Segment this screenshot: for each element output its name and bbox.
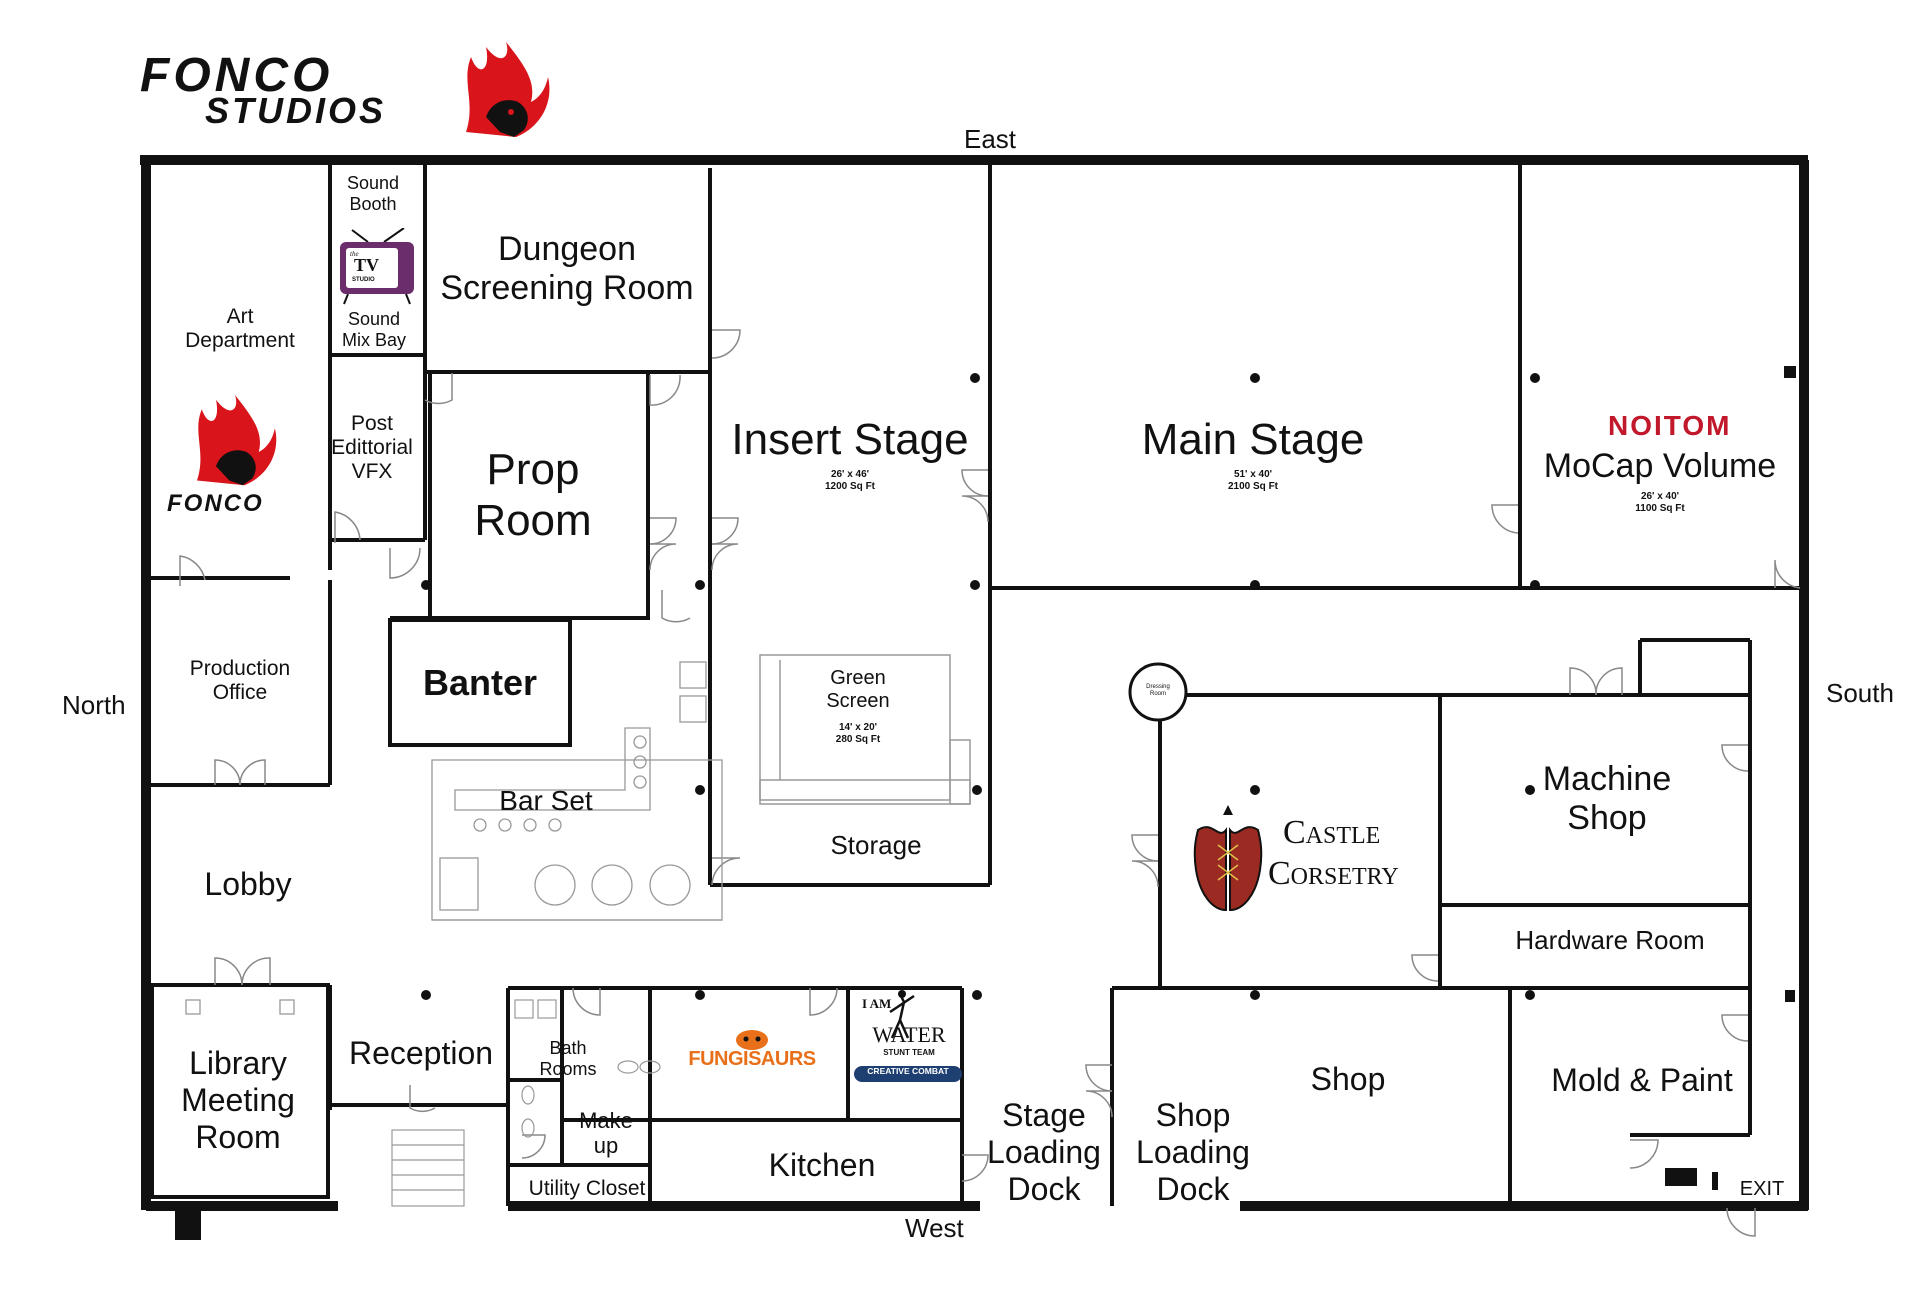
- corset-icon: [1193, 805, 1263, 912]
- bar-set-furniture: [431, 661, 723, 921]
- fonco-studios-logo: FONCO STUDIOS: [140, 42, 560, 148]
- water-line3: STUNT TEAM: [883, 1048, 935, 1057]
- room-main-stage: Main Stage: [1141, 415, 1365, 464]
- room-hardware-room: Hardware Room: [1515, 925, 1705, 955]
- room-make-up: Make up: [579, 1108, 633, 1159]
- corsetry-word: Corsetry: [1268, 855, 1399, 892]
- mocap-dimensions: 26' x 40' 1100 Sq Ft: [1635, 491, 1685, 514]
- room-shop-loading-dock: Shop Loading Dock: [1136, 1097, 1250, 1207]
- fonco-art-logo: FONCO: [165, 395, 305, 520]
- room-production-office: Production Office: [189, 657, 291, 705]
- reception-stairs: [391, 1129, 465, 1207]
- room-shop: Shop: [1310, 1061, 1386, 1097]
- tv-icon: [340, 227, 414, 305]
- room-sound-mix-bay: Sound Mix Bay: [341, 309, 407, 350]
- tv-studio-top: the: [350, 250, 359, 258]
- room-art-department: Art Department: [185, 305, 295, 353]
- logo-studios-word: STUDIOS: [205, 90, 387, 131]
- mushroom-icon: [736, 1030, 768, 1050]
- stunt-figure-icon: [889, 990, 915, 1039]
- noitom-logo: NOITOM: [1608, 410, 1732, 441]
- room-bar-set: Bar Set: [499, 785, 593, 816]
- room-sound-booth: Sound Booth: [346, 173, 400, 214]
- room-dressing-room: Dressing Room: [1146, 684, 1170, 698]
- compass-east: East: [964, 124, 1017, 154]
- logo-fonco-word: FONCO: [140, 49, 334, 102]
- room-insert-stage: Insert Stage: [731, 415, 969, 464]
- exit-marker: [1712, 1172, 1718, 1190]
- tv-studio-logo: the TV STUDIO: [338, 227, 420, 306]
- tv-studio-sub: STUDIO: [352, 277, 375, 283]
- interior-walls: [150, 165, 1800, 1206]
- dragon-flame-icon: [197, 395, 277, 486]
- outer-walls: [140, 155, 1809, 1211]
- room-storage: Storage: [830, 830, 922, 860]
- dressing-room-circle: [1128, 662, 1188, 722]
- north-wall-stub: [175, 1206, 201, 1240]
- insert-stage-dimensions: 26' x 46' 1200 Sq Ft: [824, 469, 876, 492]
- castle-corsetry-logo: Castle Corsetry: [1188, 800, 1408, 920]
- room-reception: Reception: [348, 1035, 494, 1071]
- support-columns: [421, 373, 1540, 1000]
- i-am-water-logo: I AM WATER STUNT TEAM CREATIVE COMBAT: [852, 990, 966, 1102]
- main-stage-dimensions: 51' x 40' 2100 Sq Ft: [1227, 469, 1279, 492]
- room-machine-shop: Machine Shop: [1542, 760, 1672, 838]
- room-mocap-volume: MoCap Volume: [1543, 447, 1777, 485]
- compass-south: South: [1826, 678, 1894, 708]
- door-swings: [179, 329, 1801, 1237]
- green-screen-cyc: [759, 654, 971, 805]
- room-library-meeting: Library Meeting Room: [181, 1045, 295, 1155]
- library-fixtures: [185, 999, 295, 1015]
- room-prop-room: Prop Room: [474, 445, 592, 545]
- tv-studio-main: TV: [354, 255, 380, 275]
- fungisaurs-text: FUNGISAURS: [688, 1048, 816, 1070]
- fonco-art-logo-text: FONCO: [167, 490, 264, 517]
- room-dungeon-screening: Dungeon Screening Room: [440, 230, 694, 308]
- room-banter: Banter: [422, 662, 538, 703]
- compass-north: North: [62, 690, 126, 720]
- water-line2: WATER: [872, 1022, 946, 1047]
- room-utility-closet: Utility Closet: [528, 1177, 646, 1200]
- bathroom-fixtures: [514, 999, 661, 1138]
- creative-combat-badge: CREATIVE COMBAT: [854, 1066, 962, 1082]
- room-stage-loading-dock: Stage Loading Dock: [987, 1097, 1101, 1207]
- room-green-screen: Green Screen: [826, 667, 890, 712]
- exit-block: [1665, 1168, 1697, 1186]
- room-kitchen: Kitchen: [768, 1147, 876, 1183]
- room-lobby: Lobby: [204, 866, 292, 902]
- room-post-editorial: Post Edittorial VFX: [331, 412, 413, 484]
- hardware-room-marker: [1785, 990, 1795, 1002]
- exit-label: EXIT: [1739, 1178, 1785, 1200]
- room-bath-rooms: Bath Rooms: [539, 1038, 597, 1079]
- room-mold-paint: Mold & Paint: [1551, 1062, 1733, 1098]
- compass-west: West: [905, 1213, 964, 1243]
- fungisaurs-logo: FUNGISAURS: [682, 1030, 822, 1080]
- water-line1: I AM: [862, 996, 892, 1011]
- dragon-flame-icon: [466, 42, 550, 137]
- south-wall-marker: [1784, 366, 1796, 378]
- green-screen-dimensions: 14' x 20' 280 Sq Ft: [835, 722, 881, 745]
- castle-word: Castle: [1283, 814, 1381, 851]
